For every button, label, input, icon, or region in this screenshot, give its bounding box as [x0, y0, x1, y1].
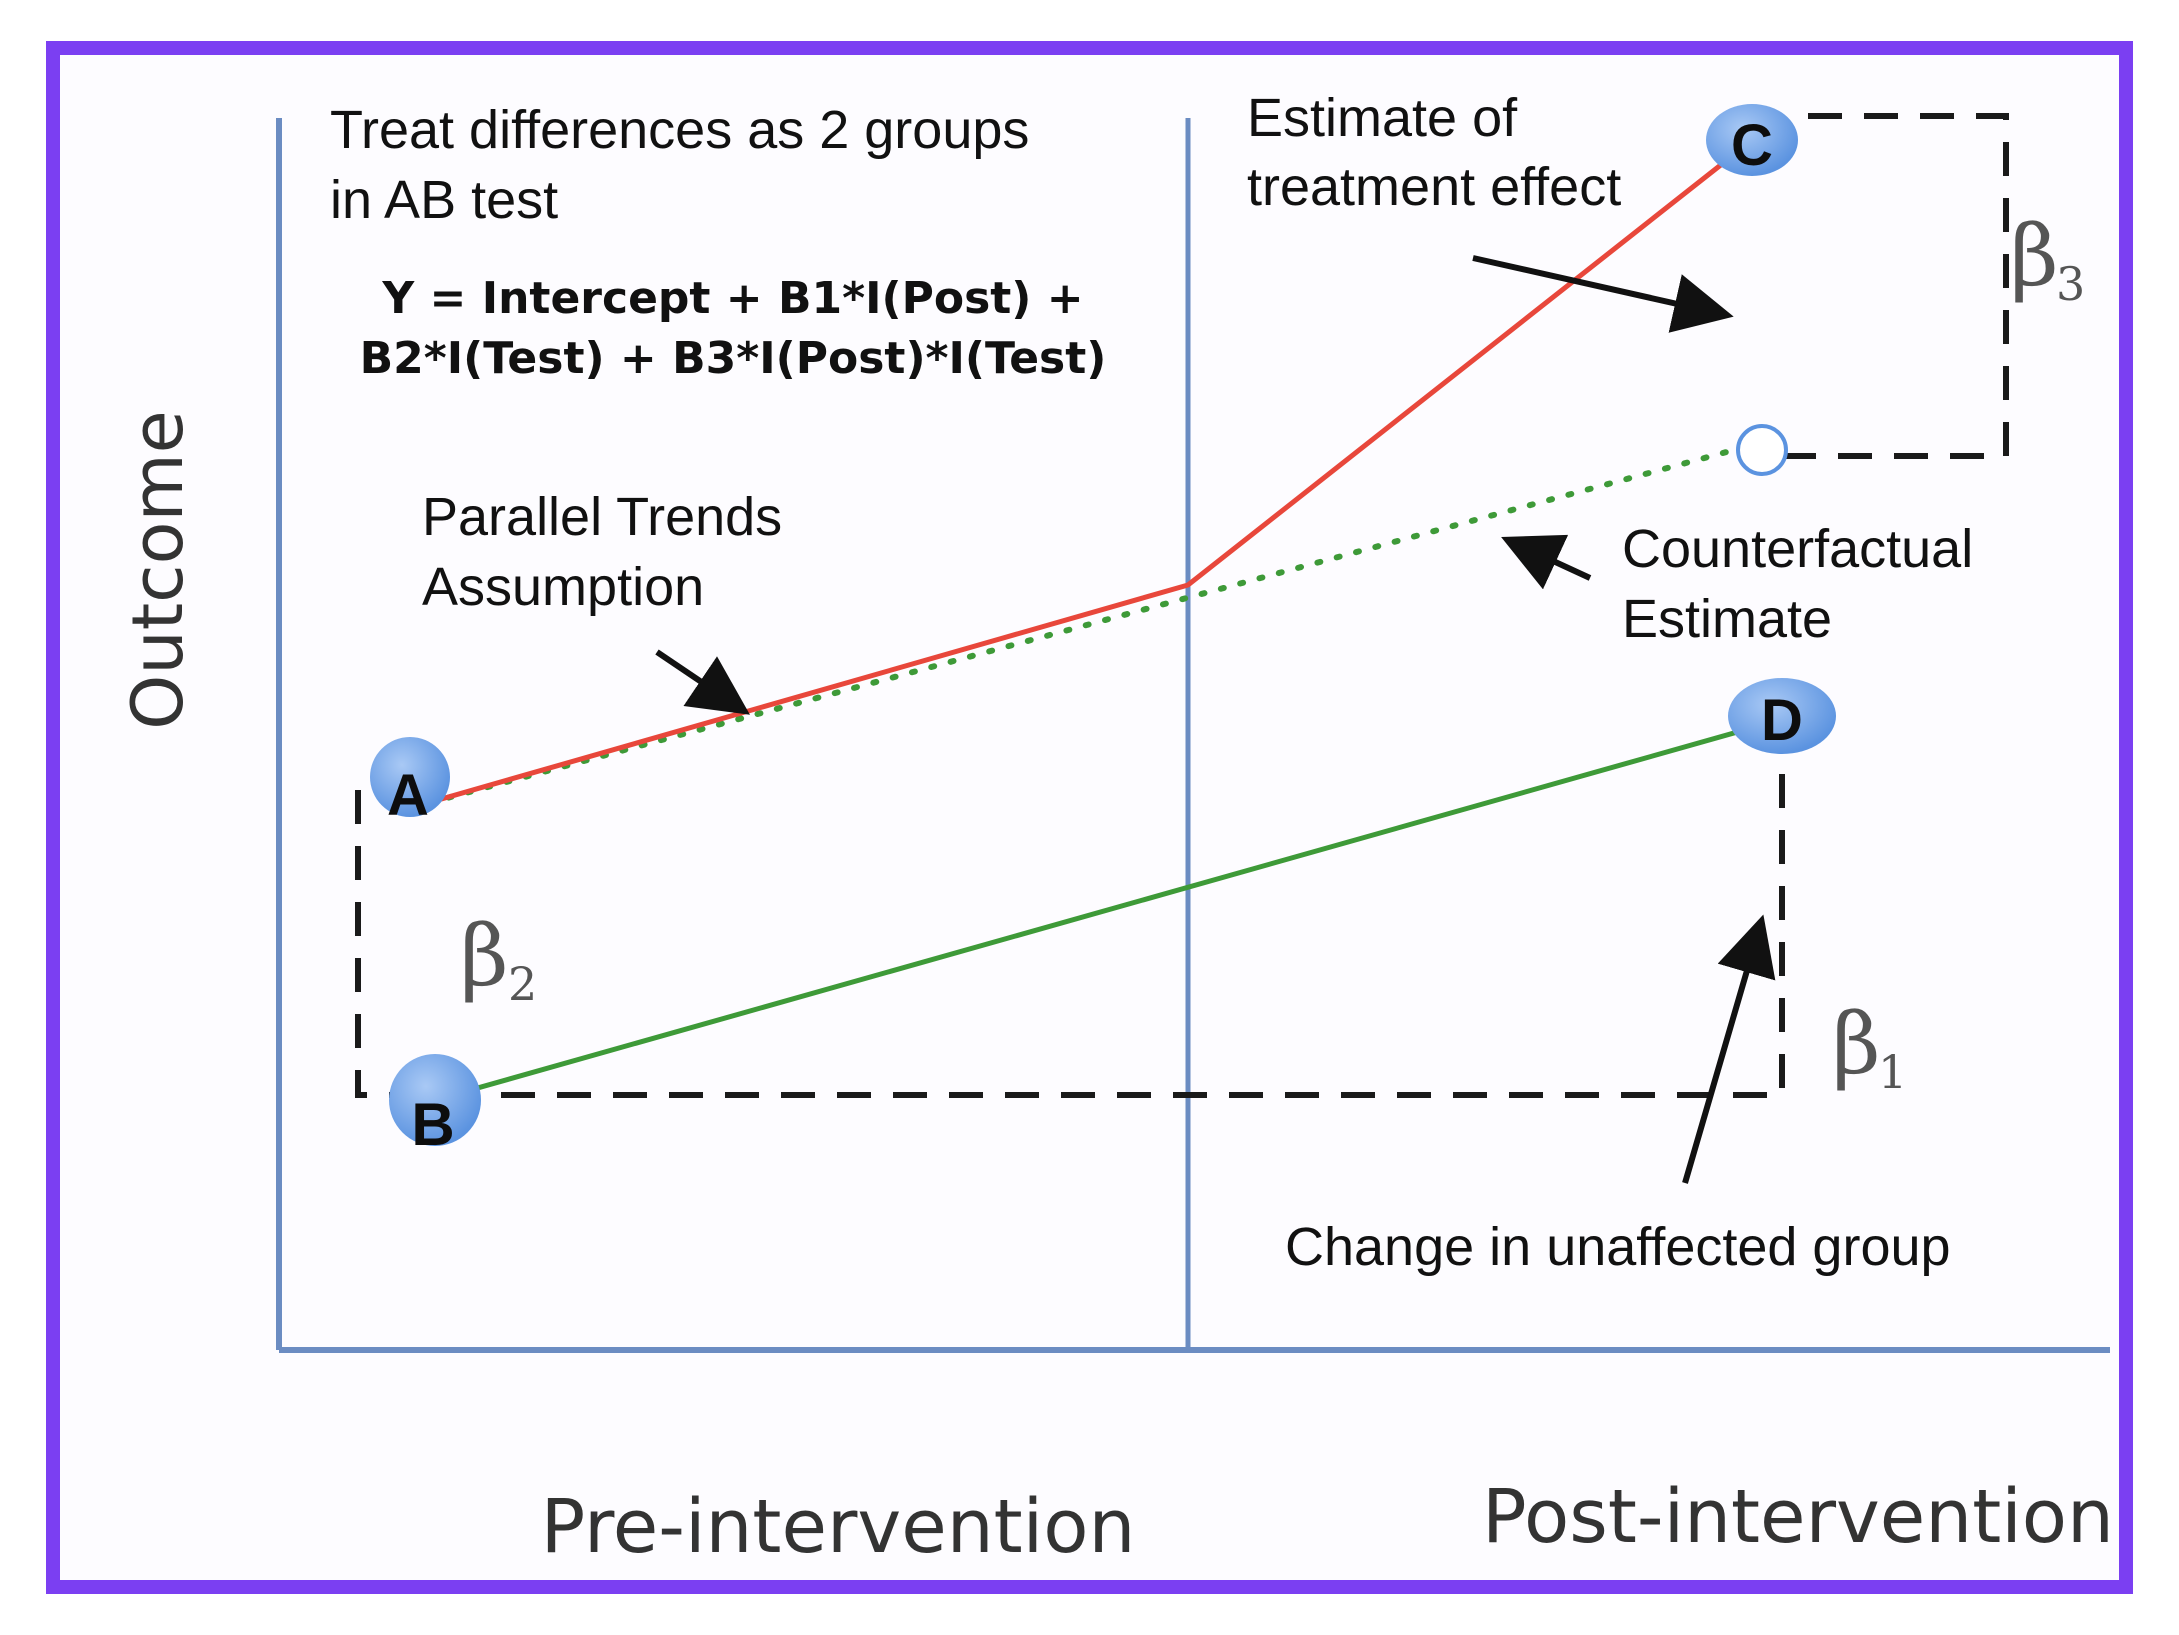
beta-3-label: β 3	[2010, 207, 2085, 311]
formula-line-2: B2*I(Test) + B3*I(Post)*I(Test)	[360, 333, 1107, 384]
beta3-bracket	[1768, 113, 2009, 459]
header-line-2: in AB test	[330, 170, 558, 230]
svg-text:3: 3	[2056, 257, 2085, 311]
change-unaffected-label: Change in unaffected group	[1285, 1217, 1951, 1277]
parallel-trends-arrow	[655, 649, 750, 715]
svg-text:1: 1	[1878, 1045, 1907, 1099]
point-d: D	[1728, 678, 1836, 754]
x-axis-label-pre: Pre-intervention	[541, 1484, 1136, 1570]
estimate-label-line-1: Estimate of	[1247, 88, 1518, 148]
counterfactual-label-line-2: Estimate	[1622, 589, 1832, 649]
beta-2-label: β 2	[460, 907, 537, 1011]
counterfactual-label-line-1: Counterfactual	[1622, 519, 1973, 579]
parallel-trends-label-line-1: Parallel Trends	[422, 487, 782, 547]
point-d-label: D	[1761, 688, 1803, 753]
header-line-1: Treat differences as 2 groups	[330, 100, 1029, 160]
y-axis-label: Outcome	[117, 410, 199, 729]
point-b: B	[389, 1054, 481, 1158]
change-arrow	[1682, 914, 1776, 1184]
estimate-label-line-2: treatment effect	[1247, 157, 1621, 217]
treatment-group-line	[409, 136, 1757, 811]
diagram-frame	[46, 41, 2133, 1594]
svg-text:2: 2	[508, 957, 537, 1011]
x-axis-label-post: Post-intervention	[1482, 1474, 2114, 1560]
point-a: A	[370, 737, 450, 828]
formula-line-1: Y = Intercept + B1*I(Post) +	[381, 273, 1083, 324]
estimate-arrow	[1472, 255, 1734, 333]
control-group-line	[434, 717, 1781, 1103]
svg-text:β: β	[460, 907, 509, 1005]
point-c-label: C	[1731, 113, 1773, 178]
counterfactual-arrow	[1501, 534, 1592, 590]
point-c: C	[1706, 104, 1798, 178]
point-b-label: B	[411, 1091, 454, 1158]
svg-text:β: β	[1832, 995, 1881, 1093]
counterfactual-point	[1736, 424, 1788, 476]
point-a-label: A	[387, 763, 429, 828]
beta-1-label: β 1	[1832, 995, 1907, 1099]
svg-text:β: β	[2010, 207, 2059, 305]
parallel-trends-label-line-2: Assumption	[422, 557, 704, 617]
beta2-bracket	[355, 742, 1785, 1098]
